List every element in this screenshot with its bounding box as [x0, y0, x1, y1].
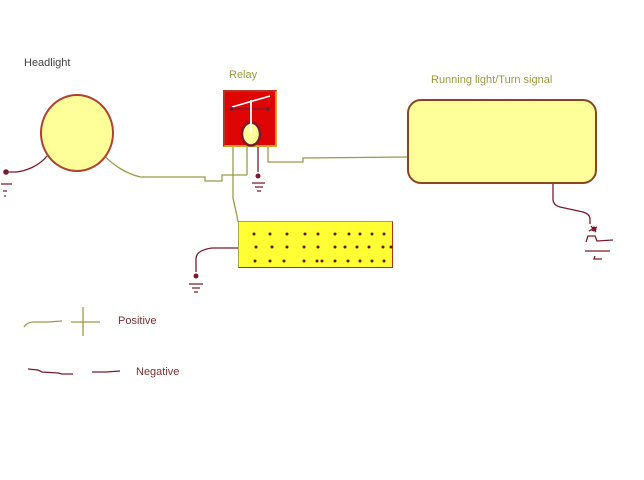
board-terminal-dot — [370, 259, 374, 263]
board-terminal-dot — [358, 259, 362, 263]
board-terminal-dot — [333, 259, 337, 263]
board-terminal-dot — [358, 232, 362, 236]
board-terminal-dot — [367, 245, 371, 249]
wire-relay-to-running-light — [267, 147, 408, 163]
board-terminal-dot — [389, 245, 393, 249]
board-terminal-dot — [343, 245, 347, 249]
board-terminal-dot — [252, 232, 256, 236]
headlight-shape — [40, 94, 114, 172]
board-terminal-dot — [381, 245, 385, 249]
board-terminal-dot — [333, 245, 337, 249]
board-terminal-dot — [316, 232, 320, 236]
board-terminal-dot — [270, 245, 274, 249]
board-terminal-dot — [333, 232, 337, 236]
running-light-shape — [407, 99, 597, 184]
legend-plus-icon — [71, 307, 100, 336]
ground-symbol-board — [189, 283, 203, 293]
board-terminal-dot — [253, 259, 257, 263]
legend-negative-label: Negative — [136, 366, 180, 378]
board-terminal-dot — [346, 259, 350, 263]
wire-headlight-to-relay — [102, 153, 247, 182]
relay-box — [223, 90, 277, 147]
board-ground-dot — [193, 273, 199, 279]
board-terminal-dot — [382, 259, 386, 263]
board-terminal-dot — [268, 259, 272, 263]
wire-running-light-negative — [552, 184, 591, 224]
relay-internals — [230, 95, 271, 147]
ground-symbol-running-light — [585, 235, 614, 260]
board-terminal-dot — [355, 245, 359, 249]
ground-symbol-headlight — [1, 183, 12, 197]
board-terminal-dot — [302, 245, 306, 249]
wire-board-negative — [195, 247, 238, 272]
board-terminal-dot — [316, 245, 320, 249]
board-terminal-dot — [282, 259, 286, 263]
board-terminal-dot — [303, 232, 307, 236]
board-terminal-dot — [370, 232, 374, 236]
board-terminal-dot — [285, 232, 289, 236]
legend-positive-wire-sample — [23, 320, 63, 328]
ground-symbol-relay — [252, 182, 265, 192]
board-terminal-dot — [347, 232, 351, 236]
running-light-terminal-scribble — [588, 225, 598, 233]
wire-headlight-negative — [8, 155, 48, 173]
board-terminal-dot — [382, 232, 386, 236]
board-terminal-dot — [315, 259, 319, 263]
relay-ground-dot — [255, 173, 261, 179]
relay-contact-dot-right — [266, 107, 270, 111]
board-terminal-dot — [254, 245, 258, 249]
terminal-board — [238, 221, 393, 268]
relay-label: Relay — [229, 69, 258, 81]
wire-relay-to-board — [232, 147, 239, 223]
board-terminal-dot — [268, 232, 272, 236]
board-terminal-dot — [302, 259, 306, 263]
running-light-label: Running light/Turn signal — [431, 74, 553, 86]
relay-contact-dot-left — [230, 107, 234, 111]
legend-negative-wire-sample — [27, 368, 121, 375]
headlight-wire-terminal-dot — [3, 169, 9, 175]
board-terminal-dot — [285, 245, 289, 249]
legend-positive-label: Positive — [118, 315, 157, 327]
board-terminal-dot — [320, 259, 324, 263]
headlight-label: Headlight — [24, 57, 71, 69]
